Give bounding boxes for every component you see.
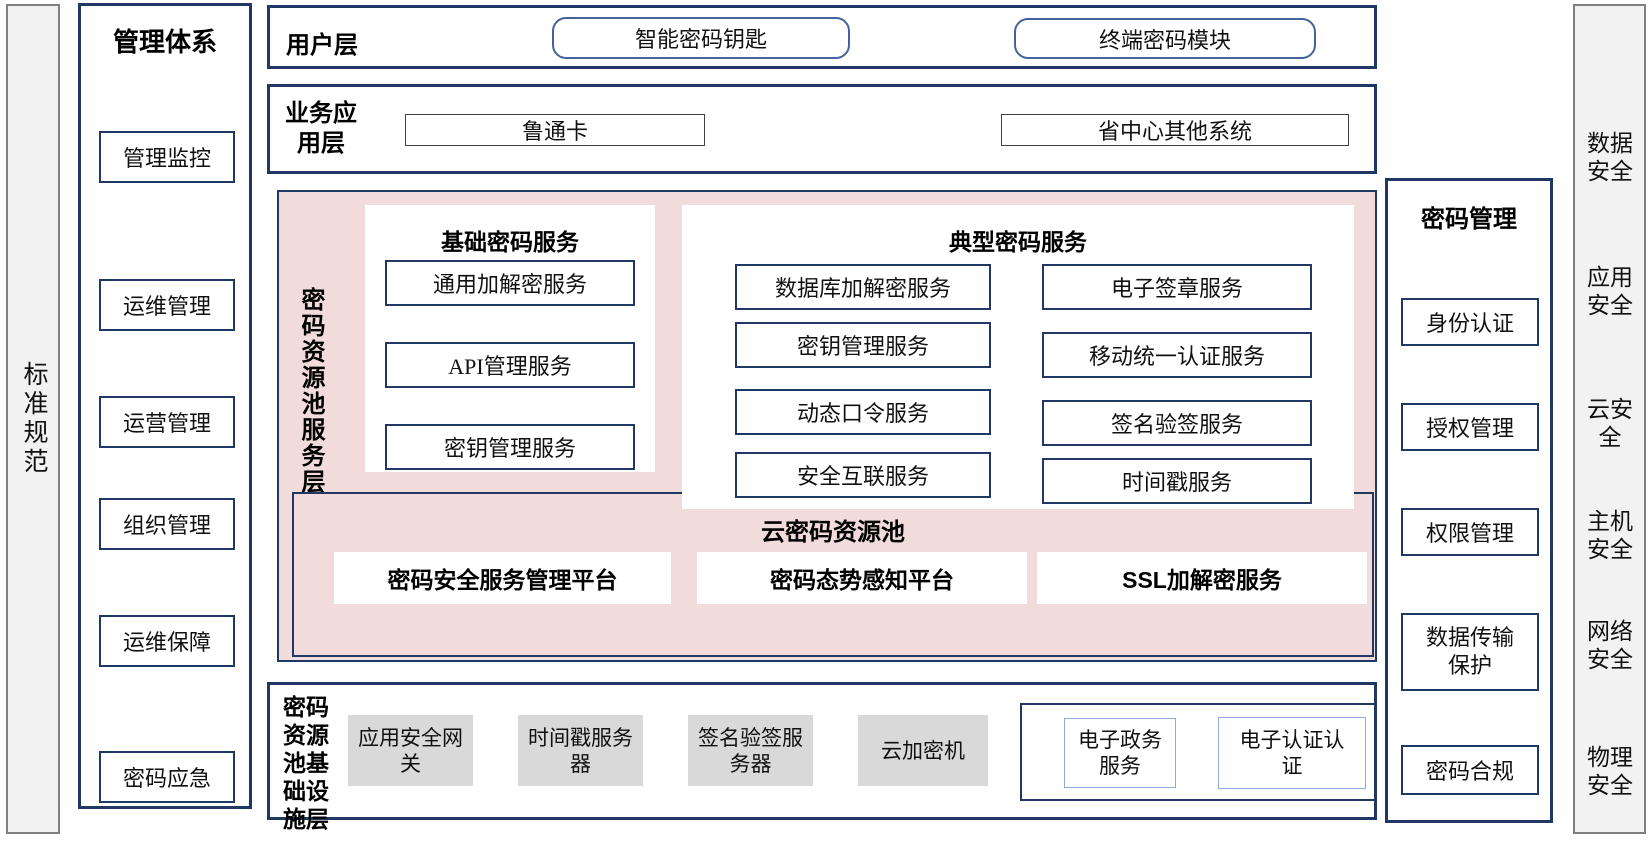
- typical-service-item: 时间戳服务: [1042, 458, 1312, 504]
- typical-services-panel: 典型密码服务 数据库加解密服务 密钥管理服务 动态口令服务 安全互联服务 电子签…: [682, 205, 1354, 509]
- crypto-management-title: 密码管理: [1421, 206, 1517, 233]
- crypto-management-item: 授权管理: [1401, 403, 1539, 451]
- management-item: 运维保障: [99, 615, 235, 667]
- crypto-management-column: 密码管理 身份认证 授权管理 权限管理 数据传输保护 密码合规: [1385, 178, 1553, 823]
- infrastructure-gray-item: 应用安全网关: [348, 715, 473, 786]
- standards-strip: 标准规范: [6, 4, 60, 834]
- cloud-pool-title: 云密码资源池: [761, 519, 905, 546]
- service-layer-label: 密码资源池服务层: [297, 287, 324, 495]
- management-system-title: 管理体系: [112, 27, 217, 57]
- typical-service-item: 数据库加解密服务: [735, 264, 991, 310]
- business-app-item: 鲁通卡: [405, 114, 705, 146]
- security-strip-item: 网络安全: [1587, 619, 1633, 672]
- cloud-pool-item: 密码安全服务管理平台: [334, 552, 671, 604]
- basic-services-title: 基础密码服务: [441, 229, 579, 255]
- crypto-management-item: 权限管理: [1401, 508, 1539, 556]
- basic-service-item: 通用加解密服务: [385, 260, 635, 306]
- management-item: 组织管理: [99, 498, 235, 550]
- infrastructure-gray-item: 云加密机: [858, 715, 988, 786]
- crypto-management-item: 数据传输保护: [1401, 613, 1539, 691]
- business-app-layer: 业务应用层 鲁通卡 省中心其他系统: [267, 84, 1377, 174]
- management-item: 运营管理: [99, 396, 235, 448]
- cloud-pool-box: 云密码资源池 密码安全服务管理平台 密码态势感知平台 SSL加解密服务: [292, 492, 1374, 657]
- security-strip: 数据安全 应用安全 云安全 主机安全 网络安全 物理安全: [1573, 4, 1646, 834]
- infrastructure-layer: 密码资源池基础设施层 应用安全网关 时间戳服务器 签名验签服务器 云加密机 电子…: [267, 682, 1377, 832]
- typical-service-item: 动态口令服务: [735, 389, 991, 435]
- user-layer-item: 智能密码钥匙: [552, 17, 850, 59]
- cloud-pool-item: SSL加解密服务: [1037, 552, 1367, 604]
- infrastructure-group-item: 电子认证认证: [1218, 717, 1366, 789]
- infrastructure-gray-item: 时间戳服务器: [518, 715, 643, 786]
- user-layer: 用户层 智能密码钥匙 终端密码模块: [267, 5, 1377, 69]
- management-item: 运维管理: [99, 279, 235, 331]
- security-strip-item: 数据安全: [1587, 131, 1633, 184]
- typical-services-title: 典型密码服务: [949, 229, 1087, 255]
- standards-strip-label: 标准规范: [20, 361, 47, 477]
- crypto-management-item: 密码合规: [1401, 745, 1539, 795]
- security-strip-item: 应用安全: [1587, 265, 1633, 318]
- crypto-management-item: 身份认证: [1401, 298, 1539, 346]
- typical-service-item: 安全互联服务: [735, 452, 991, 498]
- infrastructure-gray-item: 签名验签服务器: [688, 715, 813, 786]
- infrastructure-group-item: 电子政务服务: [1064, 718, 1176, 788]
- typical-service-item: 电子签章服务: [1042, 264, 1312, 310]
- management-item: 密码应急: [99, 751, 235, 803]
- business-app-layer-label: 业务应用层: [285, 100, 357, 157]
- business-app-item: 省中心其他系统: [1001, 114, 1349, 146]
- management-item: 管理监控: [99, 131, 235, 183]
- basic-service-item: 密钥管理服务: [385, 424, 635, 470]
- cloud-pool-item: 密码态势感知平台: [697, 552, 1027, 604]
- security-strip-item: 主机安全: [1587, 509, 1633, 562]
- basic-service-item: API管理服务: [385, 342, 635, 388]
- user-layer-label: 用户层: [286, 32, 358, 59]
- infrastructure-layer-label: 密码资源池基础设施层: [283, 694, 329, 832]
- management-system-column: 管理体系 管理监控 运维管理 运营管理 组织管理 运维保障 密码应急: [78, 3, 252, 809]
- basic-services-panel: 基础密码服务 通用加解密服务 API管理服务 密钥管理服务: [365, 205, 655, 472]
- typical-service-item: 签名验签服务: [1042, 400, 1312, 446]
- user-layer-item: 终端密码模块: [1014, 18, 1316, 59]
- typical-service-item: 移动统一认证服务: [1042, 332, 1312, 378]
- crypto-resource-service-layer: 密码资源池服务层 基础密码服务 通用加解密服务 API管理服务 密钥管理服务 典…: [277, 190, 1377, 662]
- security-strip-item: 物理安全: [1587, 745, 1633, 798]
- security-strip-item: 云安全: [1587, 397, 1633, 450]
- typical-service-item: 密钥管理服务: [735, 322, 991, 368]
- infrastructure-group-box: 电子政务服务 电子认证认证: [1020, 703, 1376, 801]
